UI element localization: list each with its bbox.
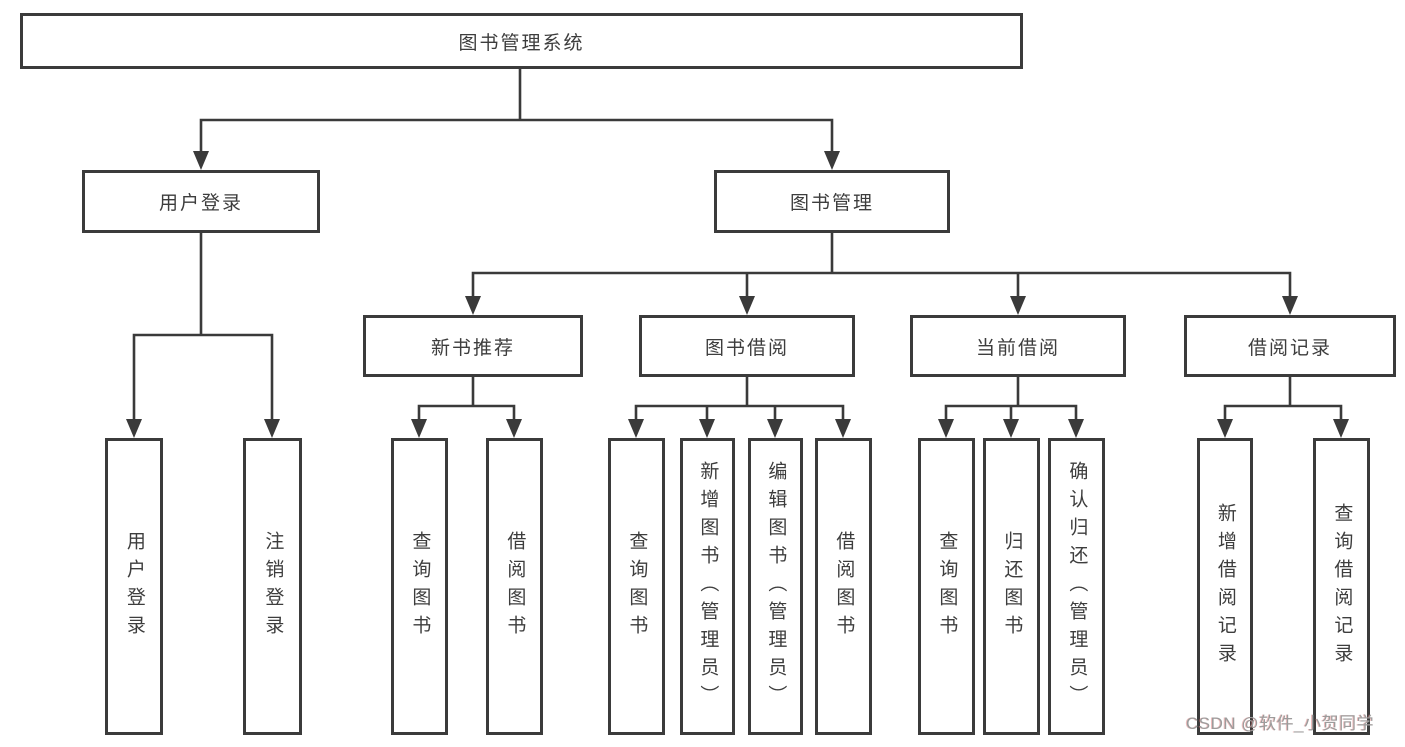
connector-userlogin-to-leaves	[132, 231, 274, 423]
node-user-login-label: 用户登录	[158, 193, 243, 214]
arrowheads-level3	[465, 296, 1298, 315]
node-root-label: 图书管理系统	[458, 32, 585, 54]
leaf-borrowing-query-label: 查询图书	[626, 530, 648, 643]
connector-currentborrow-to-leaves	[944, 375, 1078, 423]
leaf-borrowing-add-admin: 新增图书（管理员）	[680, 438, 735, 735]
leaf-records-add-label: 新增借阅记录	[1214, 502, 1236, 671]
leaf-borrowing-query: 查询图书	[608, 438, 665, 735]
csdn-watermark: CSDN @软件_小贺同学	[1186, 714, 1375, 733]
node-current-borrowing-label: 当前借阅	[975, 337, 1060, 359]
node-new-book-recommend-label: 新书推荐	[430, 337, 515, 359]
connector-root-to-level2	[199, 67, 834, 155]
node-root: 图书管理系统	[20, 13, 1023, 69]
connector-newbooks-to-leaves	[417, 375, 516, 423]
leaf-borrowing-edit-admin: 编辑图书（管理员）	[748, 438, 803, 735]
leaf-records-query-label: 查询借阅记录	[1331, 502, 1353, 671]
leaf-newbooks-query-label: 查询图书	[409, 530, 431, 643]
node-book-management-label: 图书管理	[789, 193, 874, 214]
node-user-login: 用户登录	[82, 170, 320, 233]
leaf-current-confirm-admin-label: 确认归还（管理员）	[1066, 460, 1088, 713]
arrowheads-leaves	[126, 419, 1349, 438]
node-current-borrowing: 当前借阅	[910, 315, 1126, 377]
leaf-records-query: 查询借阅记录	[1313, 438, 1370, 735]
leaf-current-return: 归还图书	[983, 438, 1040, 735]
leaf-current-query: 查询图书	[918, 438, 975, 735]
leaf-user-login-label: 用户登录	[123, 530, 145, 643]
leaf-logout: 注销登录	[243, 438, 302, 735]
leaf-newbooks-borrow: 借阅图书	[486, 438, 543, 735]
connector-bookmgmt-to-level3	[471, 231, 1292, 300]
leaf-newbooks-borrow-label: 借阅图书	[504, 530, 526, 643]
leaf-newbooks-query: 查询图书	[391, 438, 448, 735]
leaf-current-return-label: 归还图书	[1001, 530, 1023, 643]
leaf-user-login: 用户登录	[105, 438, 163, 735]
leaf-borrowing-borrow: 借阅图书	[815, 438, 872, 735]
arrowheads-level2	[193, 151, 840, 170]
leaf-current-confirm-admin: 确认归还（管理员）	[1048, 438, 1105, 735]
leaf-borrowing-edit-admin-label: 编辑图书（管理员）	[765, 460, 787, 713]
node-book-borrowing: 图书借阅	[639, 315, 855, 377]
node-borrow-records: 借阅记录	[1184, 315, 1396, 377]
node-book-management: 图书管理	[714, 170, 950, 233]
leaf-logout-label: 注销登录	[262, 530, 284, 643]
node-borrow-records-label: 借阅记录	[1247, 337, 1332, 359]
connector-borrowrecords-to-leaves	[1223, 375, 1343, 423]
leaf-borrowing-borrow-label: 借阅图书	[833, 530, 855, 643]
node-book-borrowing-label: 图书借阅	[704, 337, 789, 359]
node-new-book-recommend: 新书推荐	[363, 315, 583, 377]
leaf-current-query-label: 查询图书	[936, 530, 958, 643]
connector-bookborrow-to-leaves	[634, 375, 845, 423]
leaf-borrowing-add-admin-label: 新增图书（管理员）	[697, 460, 719, 713]
leaf-records-add: 新增借阅记录	[1197, 438, 1253, 735]
